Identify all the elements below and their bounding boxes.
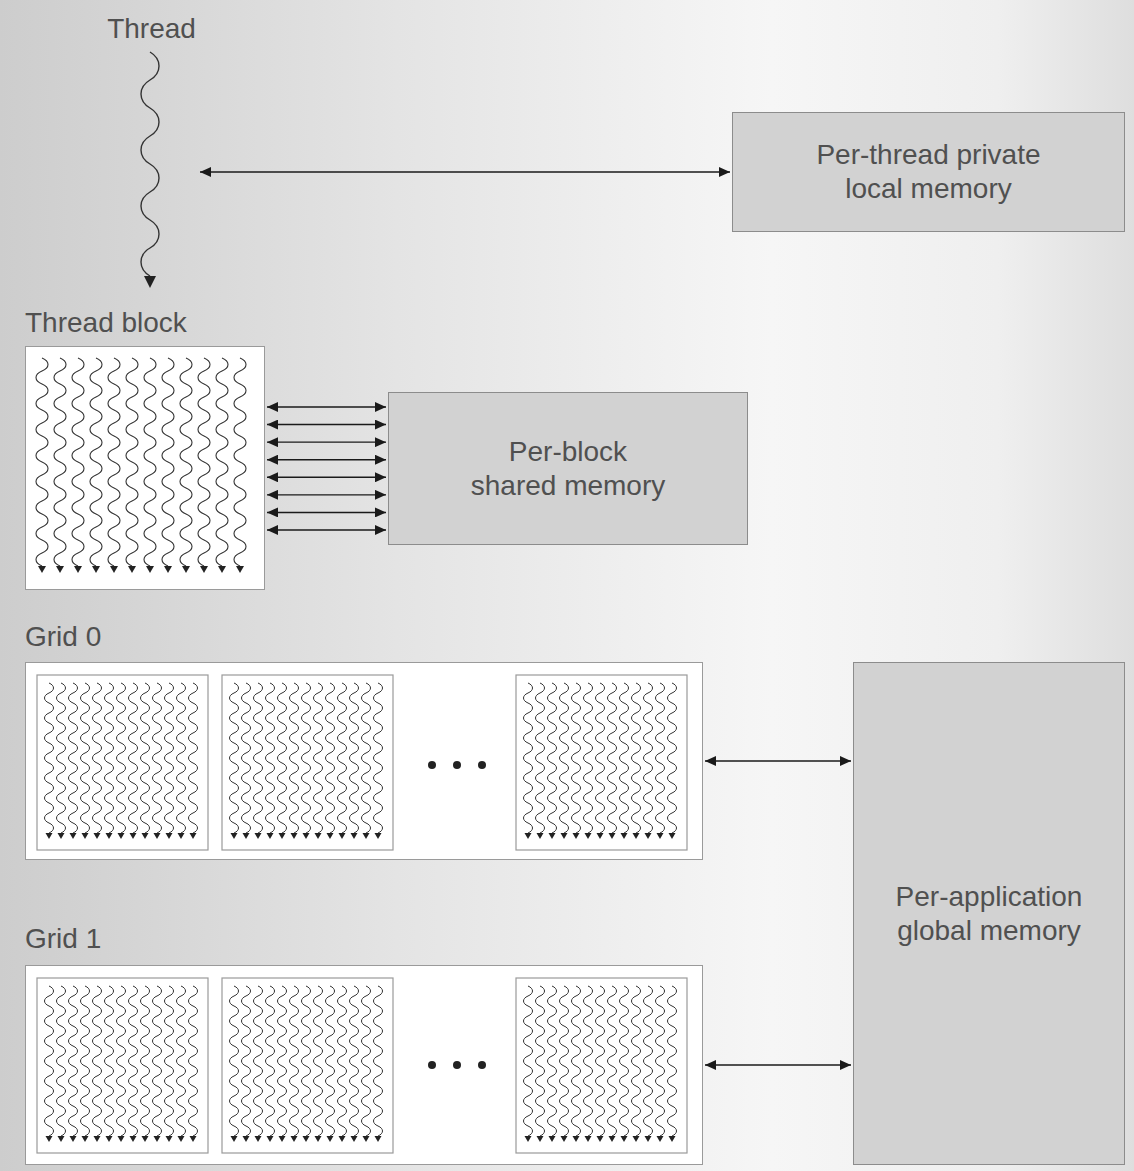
thread-block: Thread block — [25, 306, 265, 590]
group-heading: Grid 1 — [25, 922, 101, 956]
memory-label: Per-block shared memory — [467, 435, 670, 502]
memory-box: Per-application global memory — [853, 662, 1125, 1165]
thread-block-ground — [25, 346, 265, 590]
memory-access-arrow — [705, 1064, 851, 1065]
single-thread — [141, 52, 159, 288]
grid-ground — [25, 662, 703, 860]
memory-access-arrow — [267, 512, 386, 513]
memory-access-arrow — [267, 459, 386, 460]
group-frame — [25, 346, 265, 590]
memory-box: Per-thread private local memory — [732, 112, 1125, 232]
group-frame — [25, 662, 703, 860]
thread-label: Thread — [107, 12, 196, 46]
thread-block-threads — [36, 358, 246, 573]
grid-ground — [25, 965, 703, 1165]
memory-access-arrow — [267, 529, 386, 530]
memory-box: Per-block shared memory — [388, 392, 748, 545]
memory-label: Per-application global memory — [869, 880, 1109, 947]
grid: Grid 1 — [25, 922, 703, 1165]
memory-label: Per-thread private local memory — [804, 138, 1054, 205]
heading-holder: Thread block — [25, 306, 187, 340]
grid: Grid 0 — [25, 620, 703, 860]
memory-access-arrow — [705, 760, 851, 761]
group-heading: Thread block — [25, 306, 187, 340]
group-heading: Grid 0 — [25, 620, 101, 654]
memory-access-arrow — [267, 441, 386, 442]
heading-holder: Grid 1 — [25, 922, 101, 956]
memory-access-arrow — [200, 171, 730, 172]
memory-access-arrow — [267, 406, 386, 407]
memory-access-arrow — [267, 477, 386, 478]
memory-access-arrow — [267, 494, 386, 495]
heading-holder: Grid 0 — [25, 620, 101, 654]
memory-access-arrow — [267, 424, 386, 425]
group-frame — [25, 965, 703, 1165]
ellipsis-dots — [428, 761, 486, 1069]
thread: Thread — [105, 12, 198, 292]
